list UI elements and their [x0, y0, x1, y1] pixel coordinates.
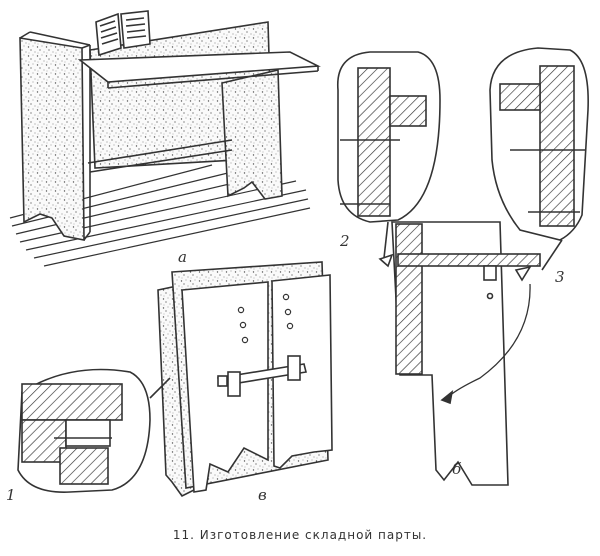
desk-assembled-view [9, 10, 321, 267]
label-v: в [258, 486, 267, 504]
detail-3-joint [489, 47, 589, 271]
desk-folded-view [157, 261, 333, 498]
folding-arrow [446, 283, 531, 399]
pointer-arrow-3 [514, 265, 532, 282]
folded-left-panel [181, 281, 269, 493]
hinge-bolts [237, 293, 294, 344]
figure-caption: 11. Изготовление складной парты. [172, 528, 428, 542]
desk-side-section [378, 221, 541, 486]
open-book-icon [95, 10, 151, 57]
desk-left-leg [19, 37, 85, 241]
label-one: 1 [6, 486, 16, 504]
desk-right-leg [221, 69, 283, 200]
label-two: 2 [339, 232, 350, 250]
side-wall-hatched [395, 223, 423, 375]
detail-2-joint [337, 51, 441, 259]
cross-bar-hatched [397, 253, 541, 267]
pointer-arrow-2 [378, 253, 394, 268]
label-three: 3 [555, 268, 565, 286]
locking-bar [217, 355, 307, 397]
detail-1-joint [17, 368, 171, 493]
label-b: б [452, 460, 462, 478]
label-a: а [178, 248, 187, 266]
